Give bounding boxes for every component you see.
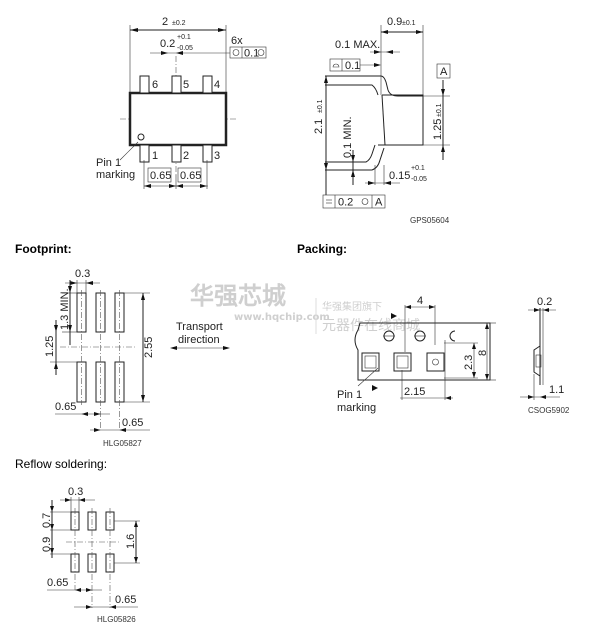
dim-total: 2.1: [313, 119, 325, 134]
dim-tape-width: 8: [477, 350, 489, 356]
dim-pitch: 4: [417, 295, 423, 307]
dim-width: 2: [162, 16, 168, 28]
dim-max: 0.1 MAX.: [335, 39, 380, 51]
watermark-line2: 元器件在线商城: [322, 318, 420, 334]
pin1-marking-label-2: marking: [337, 402, 376, 414]
transport-label-2: direction: [178, 334, 220, 346]
pin-6-label: 6: [152, 79, 158, 91]
dim-pad-length: 0.7: [41, 513, 53, 528]
dim-pad-width: 0.3: [68, 486, 83, 498]
pin1-marking-label-2: marking: [96, 169, 135, 181]
dim-min: 0.1 MIN.: [342, 116, 354, 158]
pin-2-label: 2: [183, 150, 189, 162]
count-6x: 6x: [231, 35, 243, 47]
pin-4-label: 4: [214, 79, 220, 91]
sym-datum: A: [375, 197, 383, 209]
datum-a: A: [440, 66, 448, 78]
reflow-drawing: 0.3 0.7 0.9 1.6 0.65 0.65 HLG05826: [41, 486, 140, 624]
watermark: 华强芯城 www.hqchip.com 华强集团旗下 元器件在线商城: [190, 282, 420, 334]
dim-gap: 1.25: [44, 336, 56, 357]
dim-thickness: 0.2: [537, 296, 552, 308]
pin-1-label: 1: [152, 150, 158, 162]
drawing-code: GPS05604: [410, 216, 450, 225]
dim-pitch-1: 0.65: [47, 577, 68, 589]
pin-3-label: 3: [214, 150, 220, 162]
dim-total-tol: ±0.1: [317, 99, 324, 113]
dim-total: 0.9: [41, 537, 53, 552]
dim-offset: 2.15: [404, 386, 425, 398]
dim-pitch-1: 0.65: [150, 170, 171, 182]
transport-direction: Transport direction: [170, 321, 230, 350]
profile-tol: 0.1: [345, 60, 360, 72]
dim-lead-width: 0.2: [160, 38, 175, 50]
tol-plus: +0.1: [177, 34, 191, 41]
dim-pitch-2: 0.65: [115, 594, 136, 606]
dim-pocket: 2.3: [463, 355, 475, 370]
package-side-view: 0.9 ±0.1 0.1 MAX. 0.1 A 1.25 ±0.1 2.1 ±0…: [313, 16, 451, 225]
tol-minus: -0.05: [177, 45, 193, 52]
watermark-url: www.hqchip.com: [234, 312, 330, 323]
pin-5-label: 5: [183, 79, 189, 91]
dim-height-tol: ±0.1: [402, 20, 416, 27]
dim-thickness: 0.15: [389, 170, 410, 182]
dim-depth: 1.1: [549, 384, 564, 396]
dim-pitch-2: 0.65: [122, 417, 143, 429]
transport-label: Transport: [176, 321, 223, 333]
dim-pitch-2: 0.65: [180, 170, 201, 182]
watermark-line1: 华强集团旗下: [322, 300, 382, 313]
dim-height: 0.9: [387, 16, 402, 28]
packing-code: CSOG5902: [528, 406, 570, 415]
footprint-drawing: 0.3 1.3 MIN. 1.25 2.55 0.65 0.65 HLG0582…: [44, 268, 155, 448]
tol-minus: -0.05: [411, 176, 427, 183]
footprint-code: HLG05827: [103, 439, 142, 448]
dim-body: 1.25: [432, 119, 444, 140]
package-top-view: 2 ±0.2 0.2 +0.1 -0.05 6x 0.1 6 5 4 1 2 3…: [96, 16, 267, 189]
reflow-heading: Reflow soldering:: [15, 457, 107, 471]
tol-plus: +0.1: [411, 165, 425, 172]
position-tol: 0.1: [244, 48, 259, 60]
dim-width-tol: ±0.2: [172, 20, 186, 27]
dim-pad-width: 0.3: [75, 268, 90, 280]
dim-span: 1.6: [125, 534, 137, 549]
watermark-brand: 华强芯城: [190, 282, 286, 310]
dim-body-tol: ±0.1: [436, 103, 443, 117]
dim-pad-length: 1.3 MIN.: [59, 288, 71, 330]
footprint-heading: Footprint:: [15, 242, 72, 256]
pin1-marking-label: Pin 1: [96, 157, 121, 169]
reflow-code: HLG05826: [97, 615, 136, 624]
packing-drawing: 4 2.3 8 Pin 1 marking 2.15 0.2 1.1 CSOG5…: [337, 295, 570, 415]
packing-heading: Packing:: [297, 242, 347, 256]
pins: [139, 75, 213, 163]
sym-tol: 0.2: [338, 197, 353, 209]
dim-span: 2.55: [143, 337, 155, 358]
pin1-marking-label: Pin 1: [337, 389, 362, 401]
dim-pitch-1: 0.65: [55, 401, 76, 413]
